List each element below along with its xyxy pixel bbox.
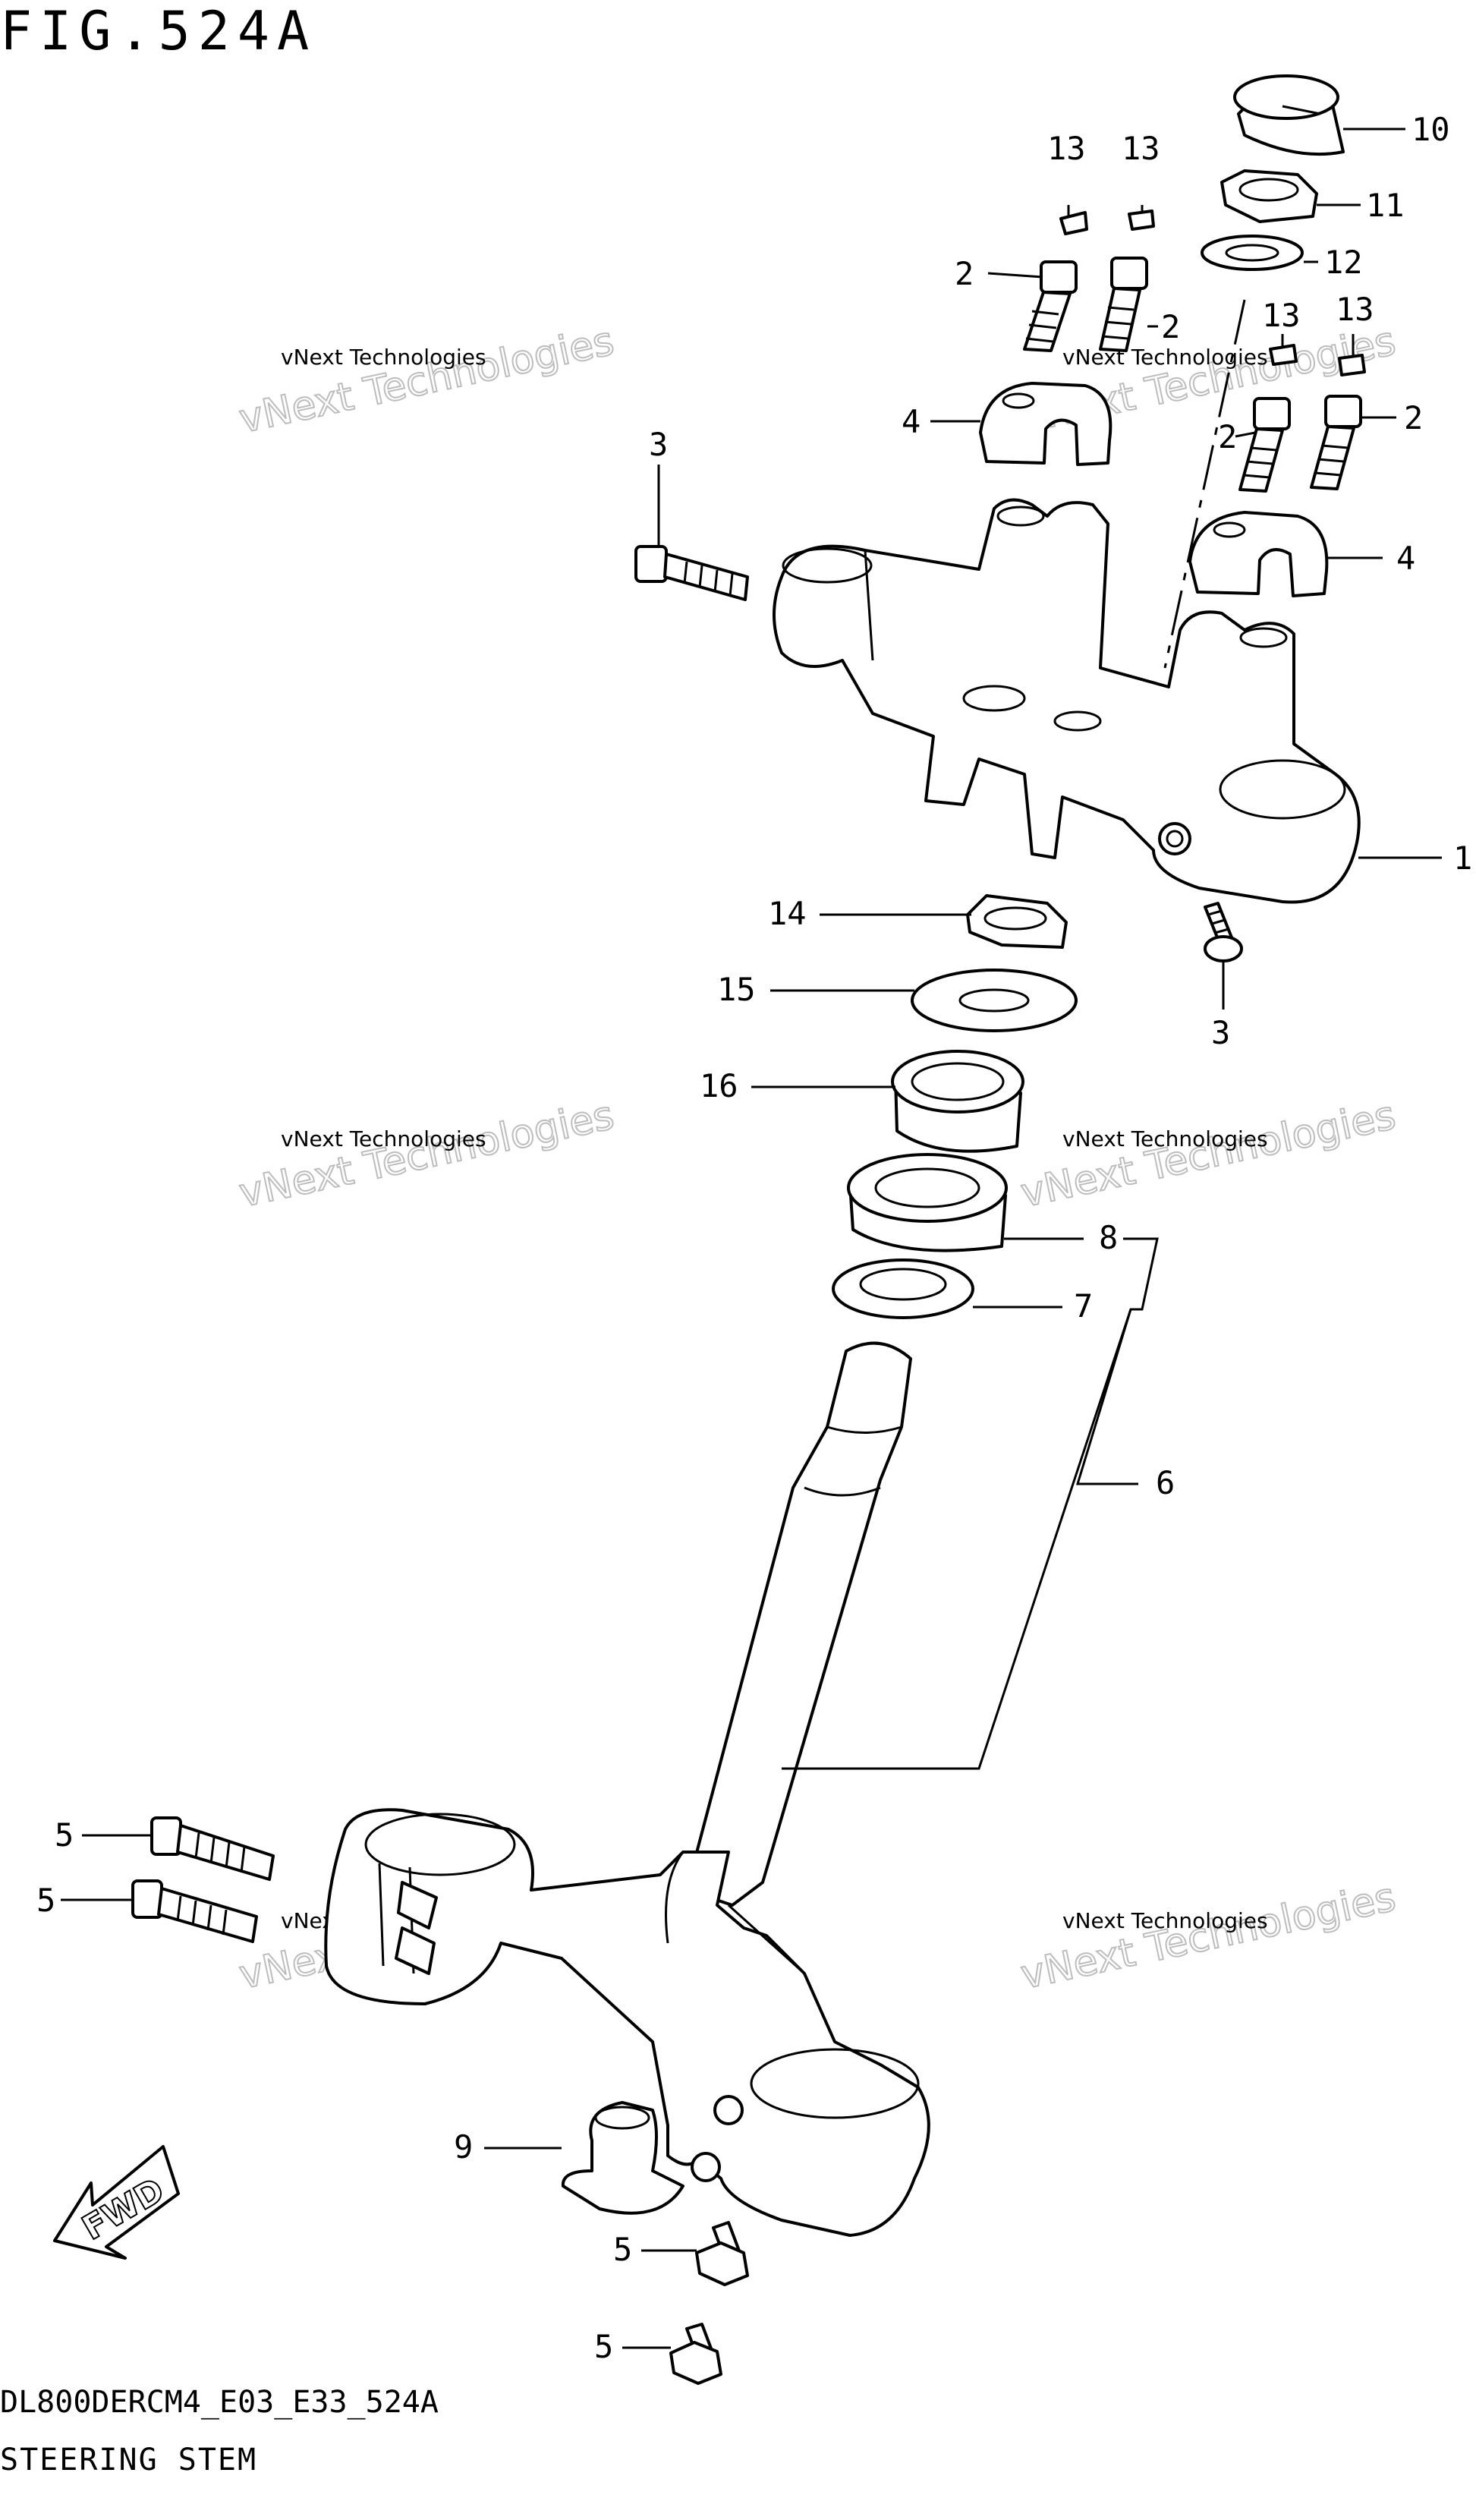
watermark-mid-left: vNext Technologies vNext Technologies — [234, 1092, 618, 1217]
callout-10: 10 — [1411, 111, 1450, 148]
callout-5b: 5 — [36, 1882, 55, 1919]
part-11-lock-nut — [1220, 169, 1318, 223]
part-9-bush — [561, 2101, 684, 2215]
callout-4a: 4 — [902, 403, 921, 440]
stem-axis-line — [1163, 299, 1246, 669]
part-10-stem-nut — [1233, 74, 1345, 156]
part-14-stem-lock-nut — [966, 894, 1068, 949]
model-code: DL800DERCM4_E03_E33_524A — [0, 2385, 439, 2420]
part-2-bolt-b — [1099, 257, 1148, 352]
part-4-holder-upper — [979, 382, 1113, 466]
part-16-dust-seal — [891, 1050, 1024, 1153]
part-2-bolt-c — [1238, 397, 1291, 493]
watermark-text-small: vNext Technologies — [281, 1126, 486, 1151]
callout-13d: 13 — [1336, 291, 1374, 328]
part-1-upper-bracket — [773, 498, 1361, 904]
callout-13a: 13 — [1047, 130, 1086, 167]
part-7-seal — [832, 1258, 974, 1319]
watermark-text-large: vNext Technologies — [1017, 1875, 1399, 1999]
callout-5d: 5 — [594, 2328, 613, 2365]
callout-16: 16 — [700, 1067, 738, 1104]
callout-12: 12 — [1324, 244, 1363, 281]
callout-5c: 5 — [613, 2231, 632, 2268]
part-13-cap-b — [1128, 209, 1155, 231]
callout-2c: 2 — [1218, 418, 1237, 455]
watermark-text-small: vNext Technologies — [1062, 1126, 1268, 1151]
part-8-bearing — [847, 1153, 1008, 1252]
part-5-bolt-b — [131, 1879, 258, 1943]
watermark-text-large: vNext Technologies — [235, 1093, 618, 1217]
watermark-text-small: vNext Technologies — [281, 345, 486, 370]
callout-11: 11 — [1366, 187, 1405, 224]
fwd-direction-arrow: FWD — [53, 2145, 180, 2260]
watermark-text-small: vNext Technologies — [1062, 345, 1268, 370]
part-15-washer — [911, 969, 1078, 1032]
leader-lines — [61, 128, 1442, 2349]
part-13-cap-a — [1059, 211, 1088, 235]
watermark-top-left: vNext Technologies vNext Technologies — [234, 318, 618, 443]
figure-title: FIG.524A — [0, 0, 317, 62]
callout-13c: 13 — [1262, 297, 1301, 334]
callout-3a: 3 — [649, 426, 668, 463]
callout-2b: 2 — [1161, 308, 1180, 345]
part-3-pinch-bolt-left — [634, 545, 749, 601]
part-5-bolt-d — [669, 2323, 722, 2385]
part-13-cap-c — [1269, 344, 1298, 366]
part-13-cap-d — [1338, 354, 1366, 376]
watermark-text-small: vNext Technologies — [1062, 1908, 1268, 1933]
watermark-text-large: vNext Technologies — [1017, 1093, 1399, 1217]
part-12-washer — [1201, 235, 1304, 271]
callout-2a: 2 — [955, 255, 974, 292]
callout-9: 9 — [454, 2128, 473, 2166]
callout-14: 14 — [768, 895, 807, 932]
callout-13b: 13 — [1122, 130, 1160, 167]
callout-labels: 10 11 12 13 13 13 13 2 2 2 2 4 4 3 3 1 1… — [36, 111, 1472, 2365]
part-2-bolt-a — [1023, 260, 1078, 352]
watermark-mid-right: vNext Technologies vNext Technologies — [1016, 1092, 1400, 1217]
callout-6: 6 — [1156, 1464, 1175, 1501]
part-4-holder-lower — [1188, 511, 1329, 597]
watermark-text-large: vNext Technologies — [235, 319, 618, 443]
part-6-steering-stem-lower-bracket — [324, 1341, 930, 2237]
part-2-bolt-d — [1310, 395, 1362, 490]
callout-1: 1 — [1453, 839, 1472, 877]
callout-8: 8 — [1099, 1219, 1118, 1256]
part-3-pinch-bolt-right — [1204, 902, 1243, 962]
callout-3b: 3 — [1211, 1014, 1230, 1051]
part-5-bolt-c — [695, 2221, 749, 2286]
section-name: STEERING STEM — [0, 2443, 258, 2477]
callout-5a: 5 — [55, 1816, 74, 1854]
part-5-bolt-a — [150, 1816, 275, 1881]
watermark-low-right: vNext Technologies vNext Technologies — [1016, 1874, 1400, 1999]
callout-15: 15 — [717, 971, 756, 1008]
callout-4b: 4 — [1396, 540, 1415, 577]
callout-2d: 2 — [1404, 399, 1423, 436]
callout-7: 7 — [1074, 1287, 1093, 1325]
